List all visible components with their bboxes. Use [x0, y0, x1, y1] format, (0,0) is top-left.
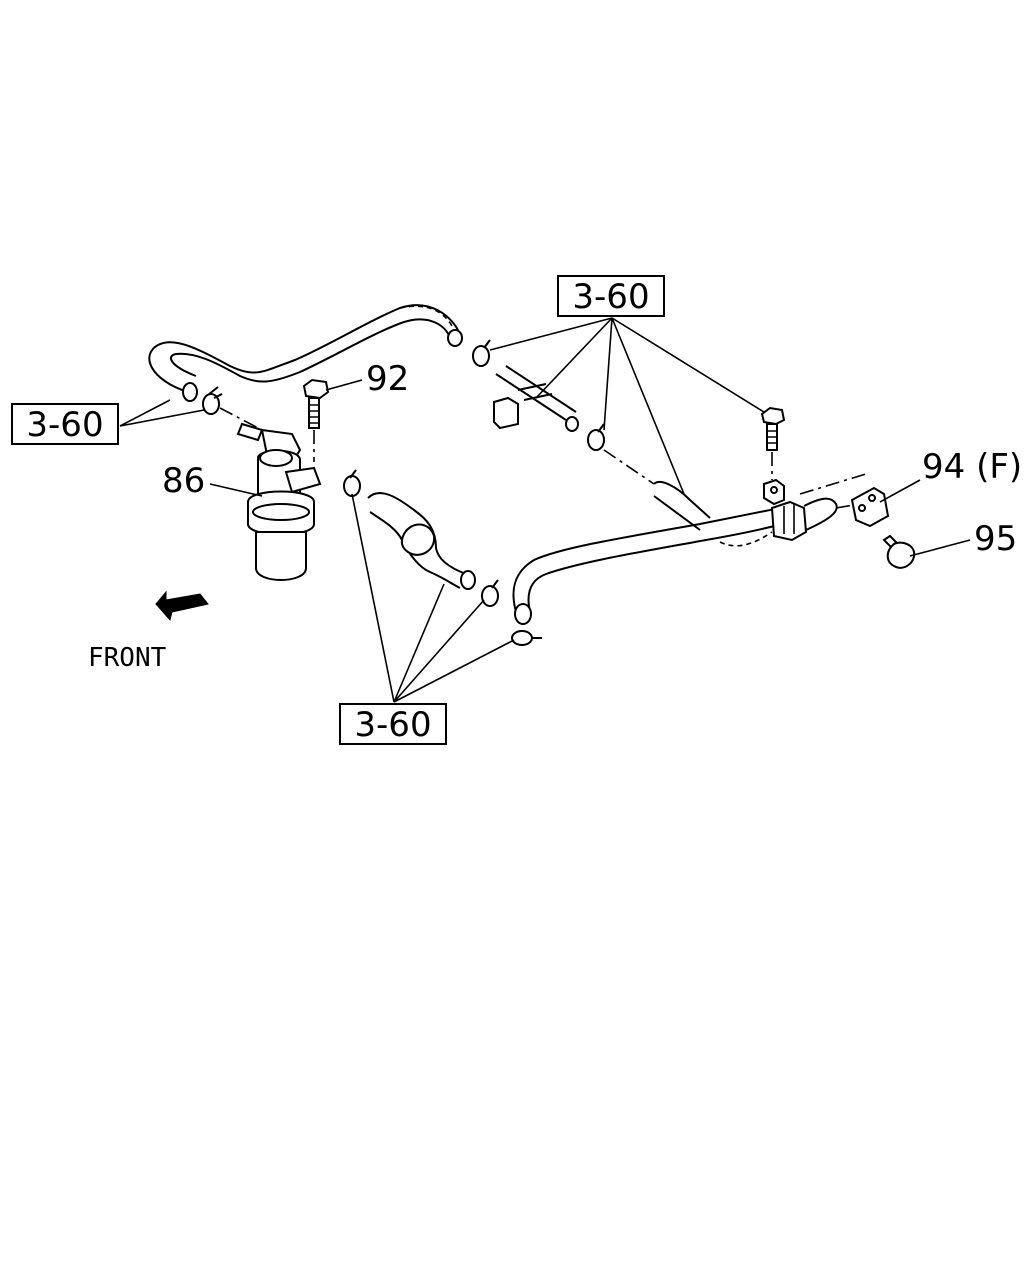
- label-95: 95: [974, 519, 1017, 559]
- leaders-left-ref: [119, 399, 205, 427]
- lower-hose: [512, 478, 838, 625]
- lower-hose-clamp: [511, 630, 542, 646]
- middle-hose-clamp-lower: [481, 579, 499, 607]
- t-fitting: [493, 365, 579, 432]
- label-86: 86: [162, 461, 205, 501]
- ref-box-top-label: 3-60: [572, 277, 649, 317]
- bracket-bolt: [760, 406, 786, 480]
- leader-92: [325, 379, 363, 391]
- label-92: 92: [366, 359, 409, 399]
- ref-box-top[interactable]: 3-60: [557, 275, 665, 317]
- bolt-92: [302, 378, 330, 462]
- leaders-bottom-ref: [351, 493, 515, 703]
- front-label: FRONT: [88, 643, 167, 673]
- leader-95: [909, 539, 971, 557]
- ref-box-bottom[interactable]: 3-60: [339, 703, 447, 745]
- bolt-95: [882, 534, 916, 569]
- label-94: 94 (F): [922, 447, 1022, 487]
- leaders-top-ref: [489, 317, 765, 495]
- middle-elbow-hose: [367, 492, 476, 590]
- upper-right-clamp: [472, 339, 491, 367]
- t-fitting-clamp: [587, 423, 605, 451]
- left-hose-clamp: [202, 386, 223, 415]
- leader-86: [209, 483, 263, 497]
- vacuum-valve-86: [236, 422, 322, 581]
- ref-box-left-label: 3-60: [26, 405, 103, 445]
- bracket-94: [850, 486, 890, 528]
- ref-box-left[interactable]: 3-60: [11, 403, 119, 445]
- front-arrow-icon: [155, 590, 209, 622]
- ref-box-bottom-label: 3-60: [354, 705, 431, 745]
- middle-hose-clamp-upper: [343, 469, 361, 497]
- leader-94: [879, 479, 921, 503]
- upper-hose: [148, 304, 463, 402]
